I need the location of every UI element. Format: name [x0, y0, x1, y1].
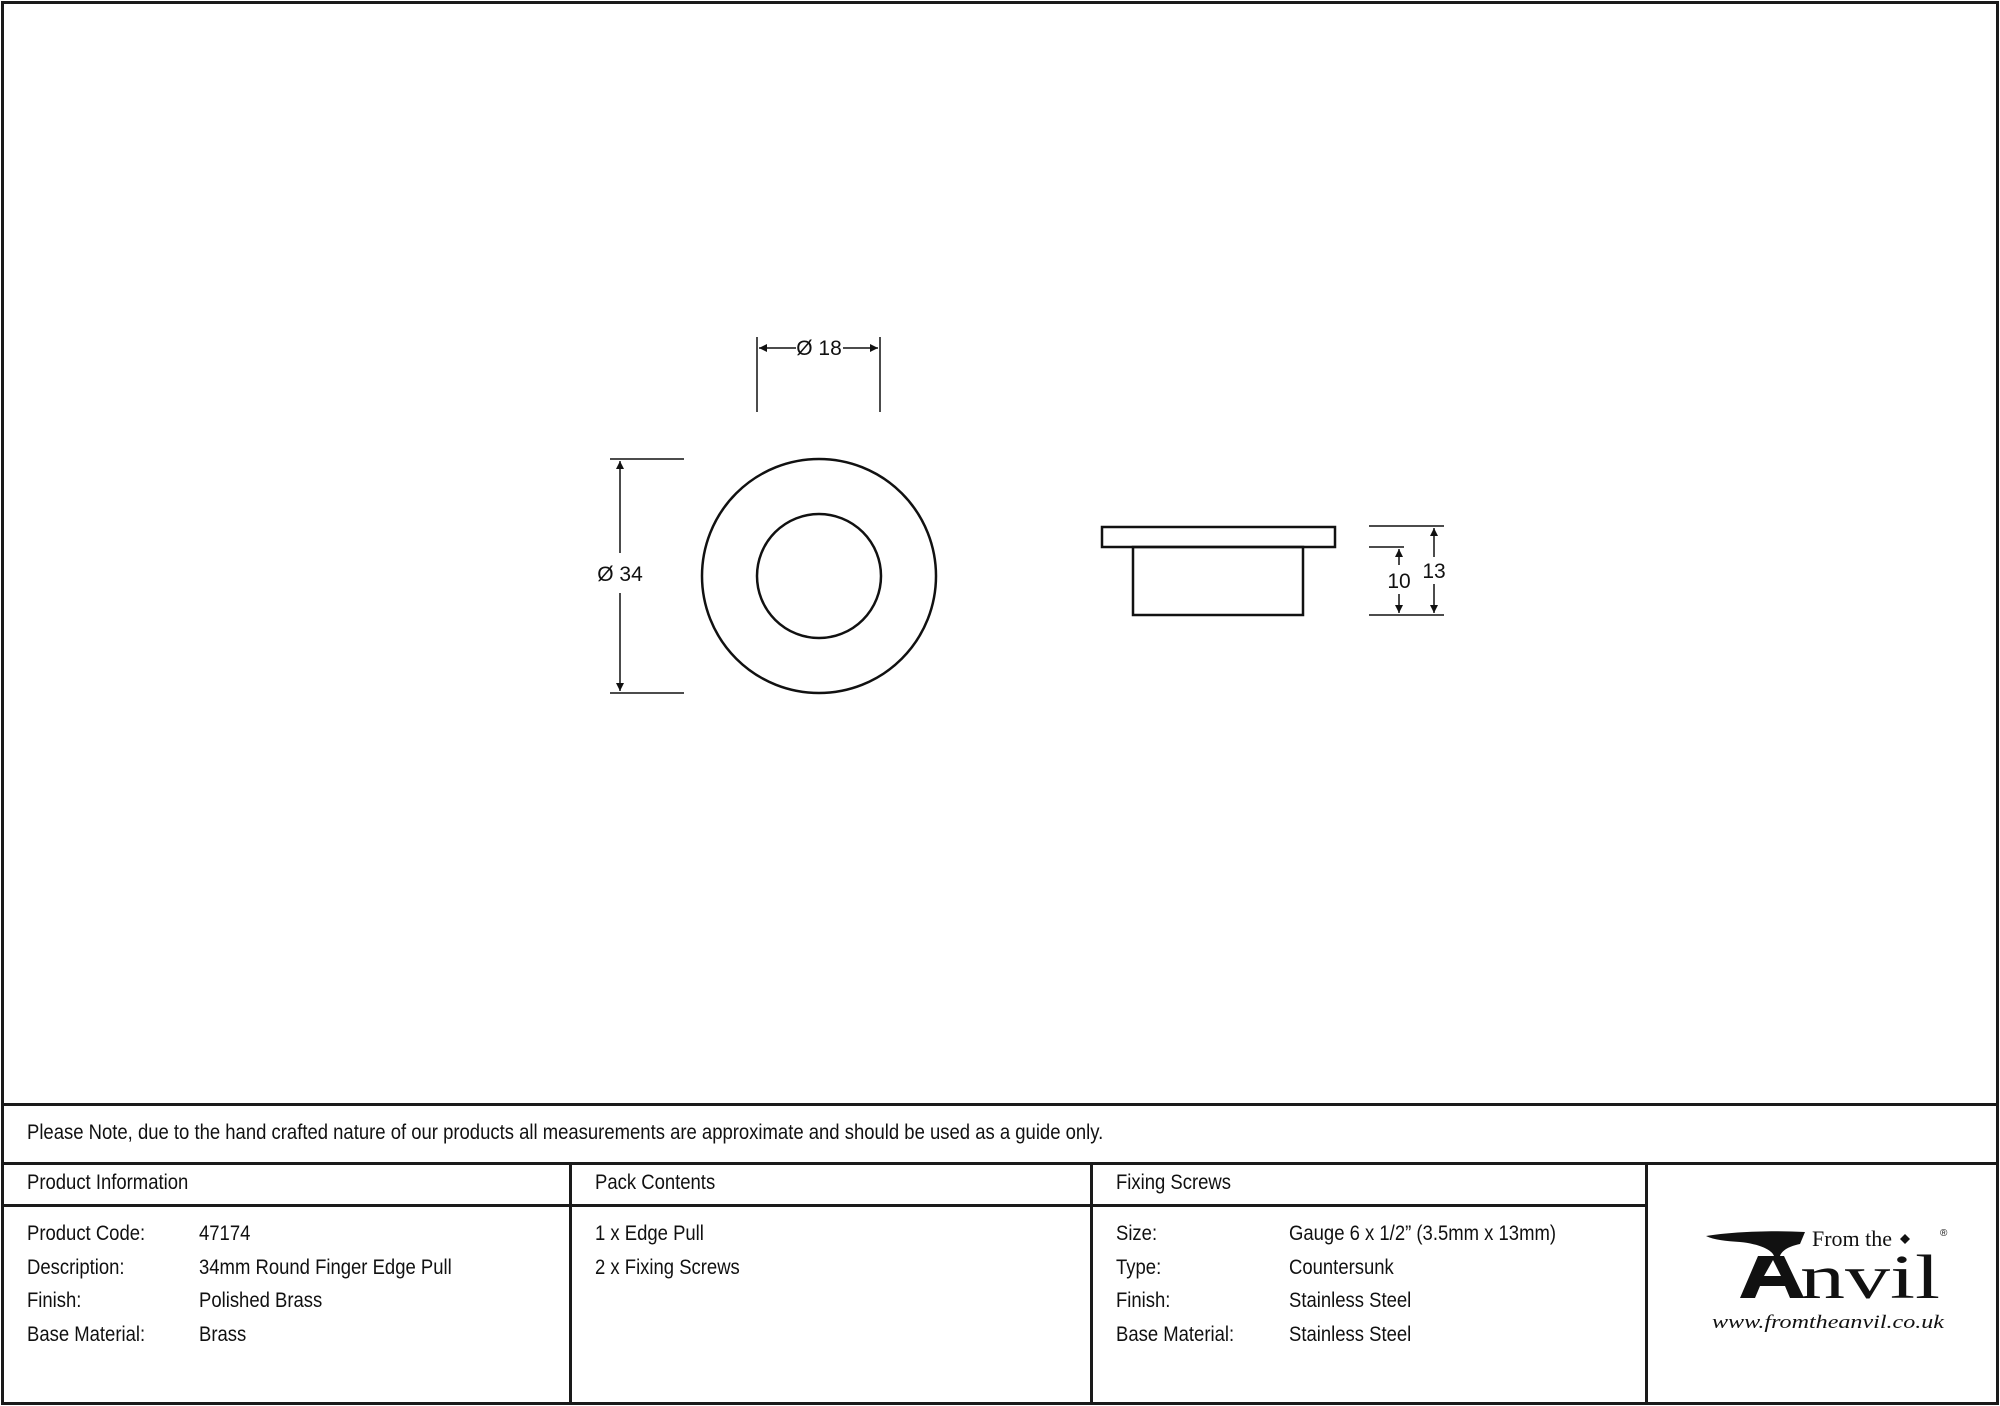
product-code-label: Product Code: — [27, 1222, 146, 1245]
header-divider — [2, 1204, 1647, 1207]
disclaimer-note: Please Note, due to the hand crafted nat… — [27, 1121, 1104, 1144]
flange — [1100, 525, 1337, 549]
front-view: Ø 34 Ø 18 — [597, 337, 938, 695]
pack-item: 1 x Edge Pull — [595, 1222, 704, 1245]
inner-diameter-dimension: Ø 18 — [756, 337, 881, 412]
outer-circle — [700, 457, 938, 695]
table-top-border — [2, 1103, 1996, 1106]
fixing-screws-header: Fixing Screws — [1116, 1171, 1232, 1194]
outer-diameter-dimension: Ø 34 — [597, 458, 684, 694]
height-dimensions: 10 13 — [1369, 525, 1446, 616]
screw-finish-value: Stainless Steel — [1289, 1289, 1412, 1312]
column-divider-3 — [1645, 1162, 1648, 1402]
note-divider — [2, 1162, 1996, 1165]
screw-finish-label: Finish: — [1116, 1289, 1171, 1312]
base-material-label: Base Material: — [27, 1323, 146, 1346]
finish-value: Polished Brass — [199, 1289, 323, 1312]
body — [1131, 545, 1305, 617]
inner-circle — [755, 512, 883, 640]
pack-item: 2 x Fixing Screws — [595, 1256, 740, 1279]
side-view: 10 13 — [1100, 525, 1446, 617]
body-height-label: 10 — [1387, 570, 1410, 593]
description-value: 34mm Round Finger Edge Pull — [199, 1256, 452, 1279]
finish-label: Finish: — [27, 1289, 82, 1312]
diamond-icon — [1900, 1234, 1910, 1244]
logo-tagline: From the — [1812, 1226, 1892, 1251]
screw-size-value: Gauge 6 x 1/2” (3.5mm x 13mm) — [1289, 1222, 1557, 1245]
pack-contents-header: Pack Contents — [595, 1171, 716, 1194]
total-height-label: 13 — [1422, 560, 1445, 583]
from-the-anvil-logo: From the nvil ® www.fromtheanvil.co.uk — [1706, 1226, 1948, 1333]
column-divider-2 — [1090, 1162, 1093, 1402]
registered-mark: ® — [1940, 1228, 1948, 1239]
technical-drawing: Ø 34 Ø 18 10 13 — [597, 337, 1446, 695]
screw-base-material-label: Base Material: — [1116, 1323, 1235, 1346]
anvil-icon — [1706, 1231, 1805, 1298]
screw-size-label: Size: — [1116, 1222, 1158, 1245]
product-code-value: 47174 — [199, 1222, 251, 1245]
screw-type-value: Countersunk — [1289, 1256, 1394, 1279]
column-divider-1 — [569, 1162, 572, 1402]
logo-brand-letters: nvil — [1800, 1244, 1940, 1312]
screw-type-label: Type: — [1116, 1256, 1162, 1279]
product-information-header: Product Information — [27, 1171, 189, 1194]
inner-diameter-label: Ø 18 — [796, 337, 842, 360]
base-material-value: Brass — [199, 1323, 247, 1346]
screw-base-material-value: Stainless Steel — [1289, 1323, 1412, 1346]
logo-url: www.fromtheanvil.co.uk — [1712, 1312, 1945, 1333]
outer-diameter-label: Ø 34 — [597, 563, 643, 586]
description-label: Description: — [27, 1256, 125, 1279]
